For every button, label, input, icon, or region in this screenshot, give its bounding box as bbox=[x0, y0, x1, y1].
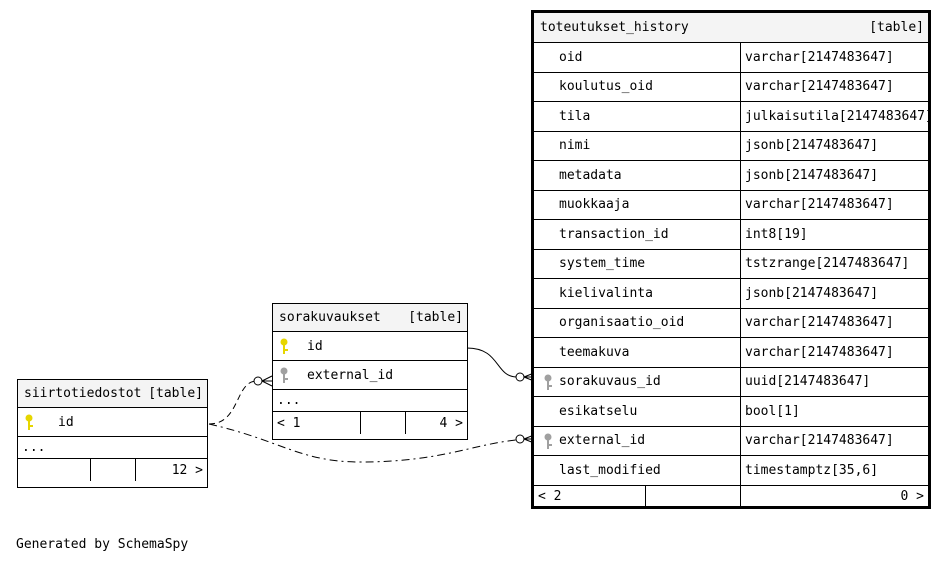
table-footer: < 2 0 > bbox=[534, 485, 928, 507]
table-header: toteutukset_history [table] bbox=[534, 13, 928, 43]
table-footer: < 1 4 > bbox=[273, 412, 467, 434]
relation-siirtotiedostot-toteutukset bbox=[208, 423, 517, 463]
column-name: oid bbox=[534, 43, 741, 72]
footer-right[interactable]: 0 > bbox=[900, 488, 924, 504]
column-name: id bbox=[58, 414, 74, 430]
column-type: timestamptz[35,6] bbox=[745, 462, 879, 478]
column-type: int8[19] bbox=[745, 226, 808, 242]
table-sorakuvaukset[interactable]: sorakuvaukset [table] id external_id ...… bbox=[272, 303, 468, 440]
column-name: last_modified bbox=[534, 456, 741, 485]
foreign-key-icon bbox=[280, 367, 288, 383]
column-name: transaction_id bbox=[534, 220, 741, 249]
column-name: sorakuvaus_id bbox=[534, 367, 741, 396]
column-name: esikatselu bbox=[534, 397, 741, 426]
column-name: tila bbox=[534, 102, 741, 131]
column-type: jsonb[2147483647] bbox=[745, 167, 879, 183]
footer-right[interactable]: 12 > bbox=[171, 462, 203, 478]
footer-left[interactable]: < 2 bbox=[534, 485, 646, 507]
footer-left[interactable]: < 1 bbox=[273, 412, 361, 434]
column-type: bool[1] bbox=[745, 403, 800, 419]
column-name: external_id bbox=[307, 367, 394, 383]
column-type: varchar[2147483647] bbox=[745, 79, 894, 95]
column-type: varchar[2147483647] bbox=[745, 197, 894, 213]
generated-by-text: Generated by SchemaSpy bbox=[16, 537, 189, 552]
column-name: id bbox=[307, 338, 323, 354]
primary-key-icon bbox=[25, 414, 33, 430]
table-kind: [table] bbox=[408, 310, 463, 325]
table-header: sorakuvaukset [table] bbox=[273, 304, 467, 332]
column-type: varchar[2147483647] bbox=[745, 344, 894, 360]
table-header: siirtotiedostot [table] bbox=[18, 380, 207, 408]
table-name: siirtotiedostot bbox=[24, 386, 142, 401]
column-type: varchar[2147483647] bbox=[745, 433, 894, 449]
table-kind: [table] bbox=[148, 386, 203, 401]
more-columns[interactable]: ... bbox=[18, 437, 207, 459]
relation-sorakuvaukset-toteutukset bbox=[466, 347, 517, 378]
column-name: system_time bbox=[534, 249, 741, 278]
primary-key-icon bbox=[280, 338, 288, 354]
table-footer: 12 > bbox=[18, 459, 207, 481]
column-name: teemakuva bbox=[534, 338, 741, 367]
column-row[interactable]: id bbox=[273, 332, 467, 361]
relation-siirtotiedostot-sorakuvaukset bbox=[208, 380, 257, 425]
foreign-key-icon bbox=[544, 433, 552, 449]
relation-end-circle bbox=[253, 376, 263, 386]
footer-left[interactable] bbox=[18, 459, 91, 481]
column-name: metadata bbox=[534, 161, 741, 190]
more-columns[interactable]: ... bbox=[273, 390, 467, 412]
table-kind: [table] bbox=[869, 20, 924, 35]
column-name: external_id bbox=[534, 426, 741, 455]
table-name: toteutukset_history bbox=[540, 20, 689, 35]
footer-mid bbox=[646, 485, 741, 507]
relation-crowfoot bbox=[261, 375, 273, 387]
column-type: varchar[2147483647] bbox=[745, 315, 894, 331]
footer-mid bbox=[91, 459, 136, 481]
table-siirtotiedostot[interactable]: siirtotiedostot [table] id ... 12 > bbox=[17, 379, 208, 488]
table-name: sorakuvaukset bbox=[279, 310, 381, 325]
column-name: kielivalinta bbox=[534, 279, 741, 308]
column-type: uuid[2147483647] bbox=[745, 374, 871, 390]
column-name: koulutus_oid bbox=[534, 72, 741, 101]
column-type: jsonb[2147483647] bbox=[745, 138, 879, 154]
relation-end-circle bbox=[515, 434, 525, 444]
foreign-key-icon bbox=[544, 374, 552, 390]
footer-right[interactable]: 4 > bbox=[439, 415, 463, 431]
column-type: varchar[2147483647] bbox=[745, 49, 894, 65]
column-row[interactable]: id bbox=[18, 408, 207, 437]
footer-mid bbox=[361, 412, 406, 434]
column-type: tstzrange[2147483647] bbox=[745, 256, 910, 272]
column-name: organisaatio_oid bbox=[534, 308, 741, 337]
column-type: julkaisutila[2147483647] bbox=[745, 108, 928, 124]
column-row[interactable]: external_id bbox=[273, 361, 467, 390]
column-type: jsonb[2147483647] bbox=[745, 285, 879, 301]
column-name: nimi bbox=[534, 131, 741, 160]
column-name: muokkaaja bbox=[534, 190, 741, 219]
relation-end-circle bbox=[515, 372, 525, 382]
